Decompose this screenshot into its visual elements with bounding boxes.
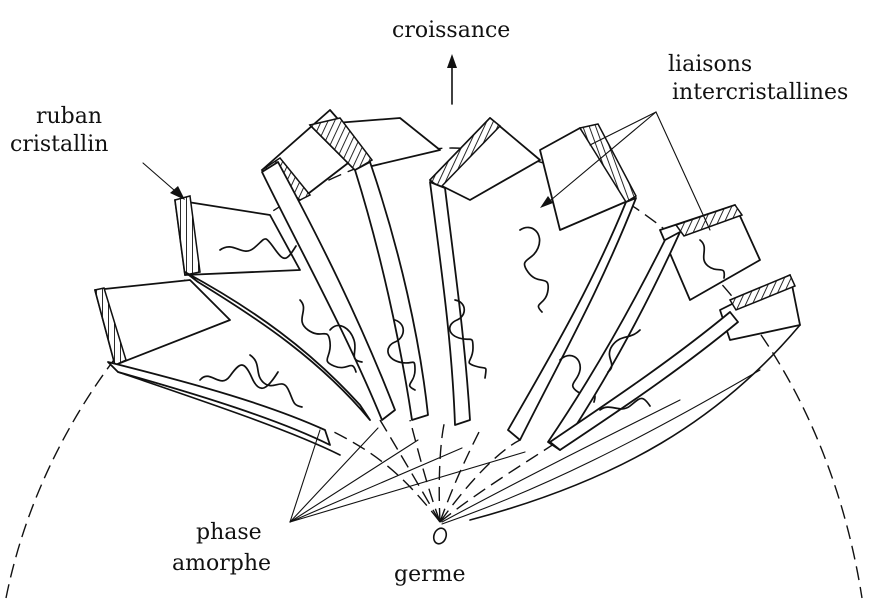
label-liaisons-2: intercristallines: [672, 80, 848, 106]
radial-lamella-traces: [330, 370, 760, 524]
label-ruban-1: ruban: [36, 104, 102, 130]
label-ruban-2: cristallin: [10, 132, 108, 158]
lamella-5: [430, 118, 540, 425]
label-croissance: croissance: [392, 18, 510, 44]
label-liaisons-1: liaisons: [668, 52, 752, 78]
germ-ellipse-icon: [432, 526, 449, 545]
arrow-up-icon: [447, 54, 457, 104]
lamella-6: [508, 124, 636, 440]
label-phase-2: amorphe: [172, 551, 271, 577]
label-germe: germe: [394, 562, 466, 588]
label-phase-1: phase: [196, 520, 262, 546]
